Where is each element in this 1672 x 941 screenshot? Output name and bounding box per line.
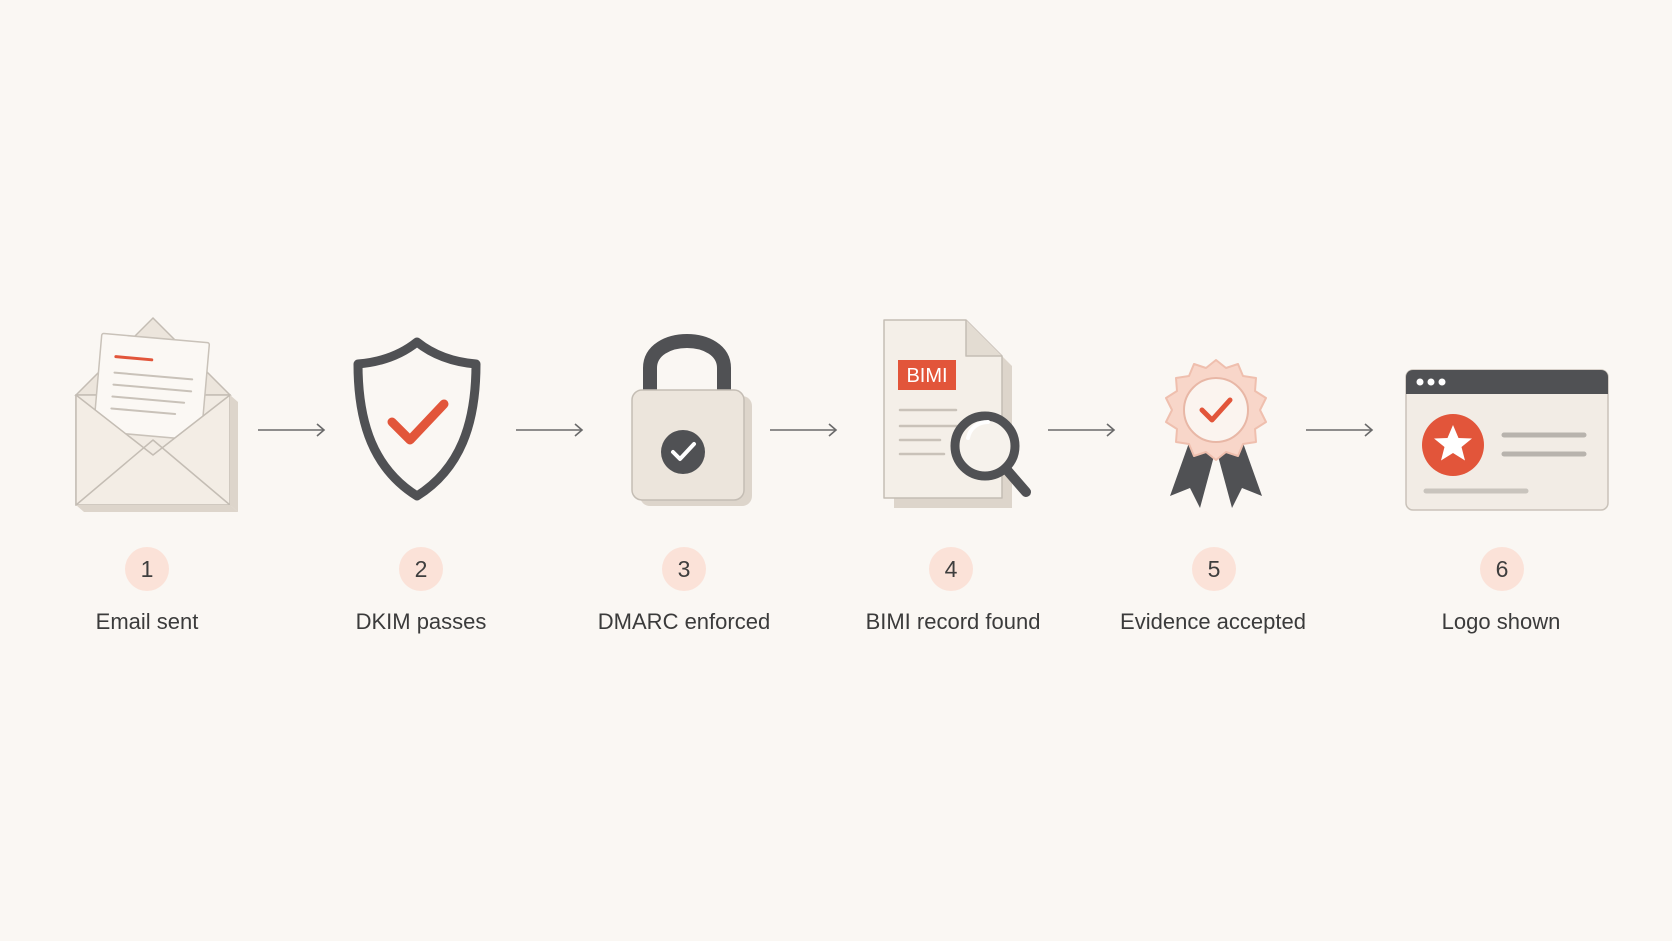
step-number-5: 5 [1192,547,1236,591]
step-label-dmarc-enforced: DMARC enforced [597,609,771,634]
padlock-icon [631,334,752,506]
step-label-logo-shown: Logo shown [1441,609,1561,634]
step-number-3: 3 [662,547,706,591]
arrow-icon [516,423,584,437]
step-number-4: 4 [929,547,973,591]
arrow-icon [258,423,326,437]
browser-logo-icon [1405,369,1609,511]
shield-check-icon [353,337,481,501]
step-label-dkim-passes: DKIM passes [355,609,487,634]
arrow-icon [1048,423,1116,437]
bimi-logo-text: BIMI [906,365,947,387]
step-label-email-sent: Email sent [95,609,199,634]
arrow-icon [1306,423,1374,437]
arrow-icon [770,423,838,437]
step-number-6: 6 [1480,547,1524,591]
step-label-evidence-accepted: Evidence accepted [1120,609,1306,634]
step-number-2: 2 [399,547,443,591]
document-search-icon: BIMI [883,319,1031,508]
envelope-icon [74,316,238,512]
award-ribbon-icon [1165,359,1267,508]
step-label-bimi-record-found: BIMI record found [865,609,1041,634]
step-number-1: 1 [125,547,169,591]
